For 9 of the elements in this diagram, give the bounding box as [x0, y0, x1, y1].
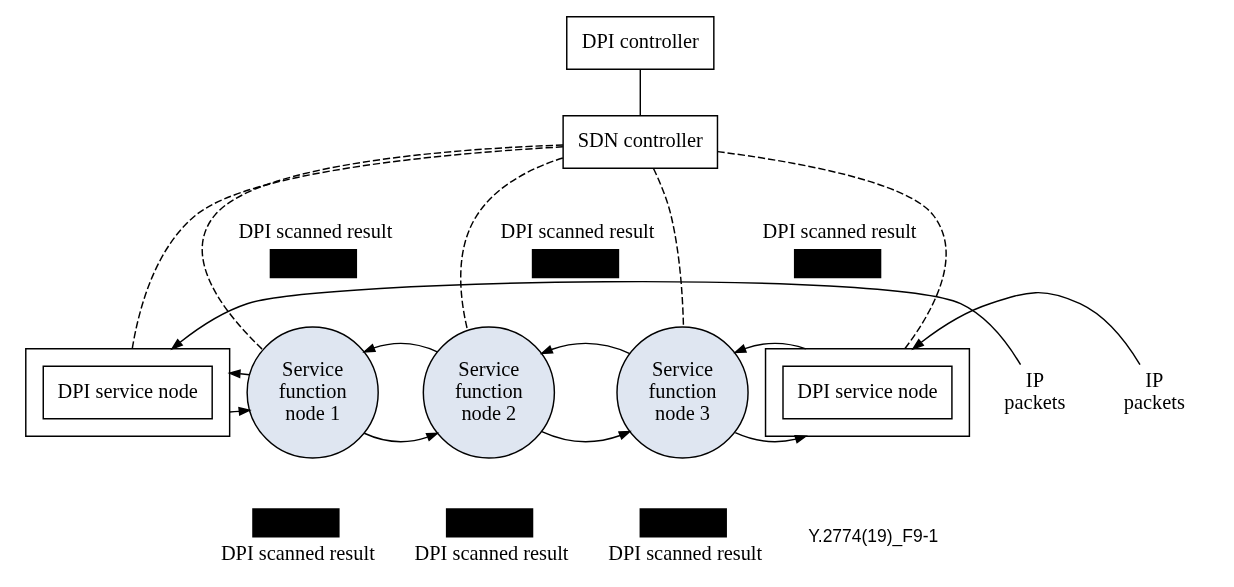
node-label: DPI scanned result [220, 541, 375, 564]
node-text: IP packets [1123, 368, 1185, 413]
node-label: DPI scanned result [500, 219, 655, 242]
node-label: DPI scanned result [608, 541, 763, 564]
node-label: DPI scanned result [762, 219, 917, 242]
label: Y.2774(19)_F9-1 [808, 525, 939, 546]
node-text: IP packets [1004, 368, 1066, 413]
node-label: DPI scanned result [414, 541, 569, 564]
node-label: DPI scanned result [238, 219, 393, 242]
